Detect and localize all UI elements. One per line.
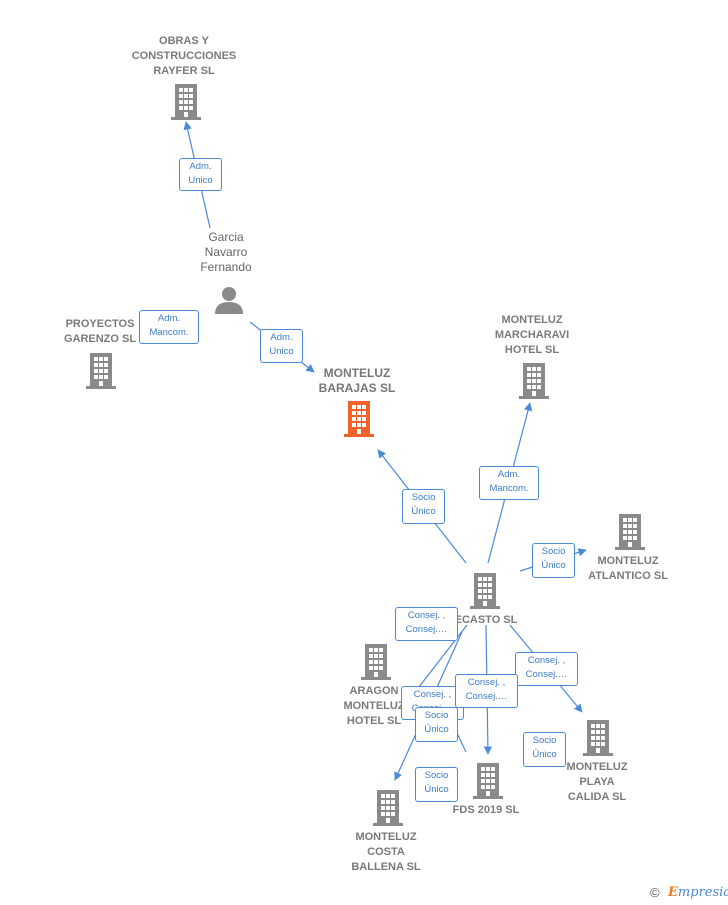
node-label-proyectos[interactable]: PROYECTOS GARENZO SL [63,318,137,345]
relation-badge-socio-unico[interactable]: Socio Único [415,707,458,742]
brand-logo-initial: E [668,885,678,900]
building-icon [519,363,549,399]
building-icon [583,720,613,756]
node-label-fds[interactable]: FDS 2019 SL [452,804,520,816]
building-icon [373,790,403,826]
relation-badge-socio-unico[interactable]: Socio Único [402,489,445,524]
building-icon [473,763,503,799]
building-focus-icon [344,401,374,437]
node-label-marcharavi[interactable]: MONTELUZ MARCHARAVI HOTEL SL [494,314,570,356]
node-label-garcia[interactable]: Garcia Navarro Fernando [200,230,252,274]
brand-logo[interactable]: Empresia [668,885,728,900]
relation-badge-adm-mancom[interactable]: Adm. Mancom. [139,310,199,344]
relation-badge-socio-unico[interactable]: Socio Único [523,732,566,767]
person-icon [215,287,243,314]
node-label-ecasto[interactable]: ECASTO SL [454,614,518,626]
node-label-barajas[interactable]: MONTELUZ BARAJAS SL [318,366,396,395]
relation-badge-adm-unico[interactable]: Adm. Unico [260,329,303,363]
relation-badge-consej[interactable]: Consej. , Consej.… [455,674,518,708]
brand-logo-text: mpresia [677,885,728,900]
node-label-ballena[interactable]: MONTELUZ COSTA BALLENA SL [351,831,421,873]
building-icon [171,84,201,120]
relation-badge-consej[interactable]: Consej. , Consej.… [395,607,458,641]
building-icon [615,514,645,550]
building-icon [86,353,116,389]
relation-badge-consej[interactable]: Consej. , Consej.… [515,652,578,686]
building-icon [470,573,500,609]
copyright-icon: © [650,885,660,900]
relation-badge-socio-unico[interactable]: Socio Único [415,767,458,802]
node-label-aragon[interactable]: ARAGON MONTELUZ HOTEL SL [343,685,405,727]
node-label-atlantico[interactable]: MONTELUZ ATLANTICO SL [588,555,668,582]
relation-badge-socio-unico[interactable]: Socio Único [532,543,575,578]
building-icon [361,644,391,680]
node-label-obras[interactable]: OBRAS Y CONSTRUCCIONES RAYFER SL [131,35,237,77]
relation-badge-adm-mancom[interactable]: Adm. Mancom. [479,466,539,500]
node-label-playa[interactable]: MONTELUZ PLAYA CALIDA SL [566,761,628,803]
relation-badge-adm-unico[interactable]: Adm. Unico [179,158,222,191]
